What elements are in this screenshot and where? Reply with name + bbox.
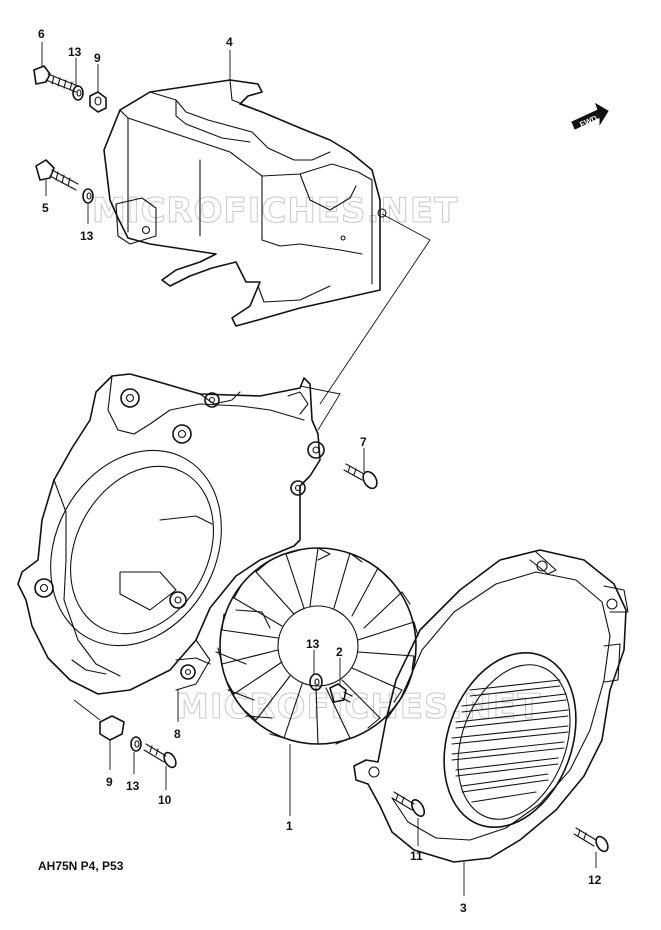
nut-9-top (89, 91, 107, 113)
callout-9-bottom: 9 (106, 775, 113, 789)
callout-7: 7 (360, 435, 367, 449)
washer-13-fan (309, 673, 323, 691)
callout-3: 3 (460, 901, 467, 915)
bolt-6 (33, 65, 79, 93)
callout-5: 5 (42, 201, 49, 215)
callout-9-top: 9 (94, 51, 101, 65)
screw-11 (391, 791, 426, 817)
watermark-bottom: MICROFICHES.NET (175, 687, 541, 727)
callout-1: 1 (286, 819, 293, 833)
washer-13-top (72, 85, 84, 101)
leader-lines (41, 42, 597, 896)
washer-9-bottom (99, 715, 125, 741)
callout-6: 6 (38, 27, 45, 41)
callout-8: 8 (174, 727, 181, 741)
callout-13-bottom: 13 (126, 779, 140, 793)
forward-arrow-icon: FWD (571, 102, 609, 130)
callout-2: 2 (336, 645, 343, 659)
fan-shroud-housing (17, 373, 325, 695)
callout-12: 12 (588, 873, 602, 887)
screw-7 (343, 463, 378, 490)
callout-13-mid: 13 (80, 229, 94, 243)
callout-labels: 6 13 9 4 5 13 7 13 2 8 9 13 10 1 11 12 3 (38, 27, 602, 915)
callout-10: 10 (158, 793, 172, 807)
fan-cover (353, 549, 629, 863)
bolt-5 (35, 159, 79, 191)
forward-tag-text: FWD (578, 114, 599, 130)
callout-13-top: 13 (68, 45, 82, 59)
bolt-2 (329, 683, 353, 703)
upper-shroud-cover (103, 79, 387, 327)
screw-12 (573, 827, 609, 853)
callout-13-fan: 13 (306, 637, 320, 651)
model-label: AH75N P4, P53 (38, 859, 124, 873)
cooling-fan (215, 547, 419, 745)
callout-11: 11 (410, 849, 423, 863)
washer-13-bottom (130, 736, 142, 752)
watermark-top: MICROFICHES.NET (92, 191, 458, 231)
screw-10 (143, 743, 177, 769)
callout-4: 4 (226, 35, 233, 49)
washer-13-mid (82, 188, 94, 204)
